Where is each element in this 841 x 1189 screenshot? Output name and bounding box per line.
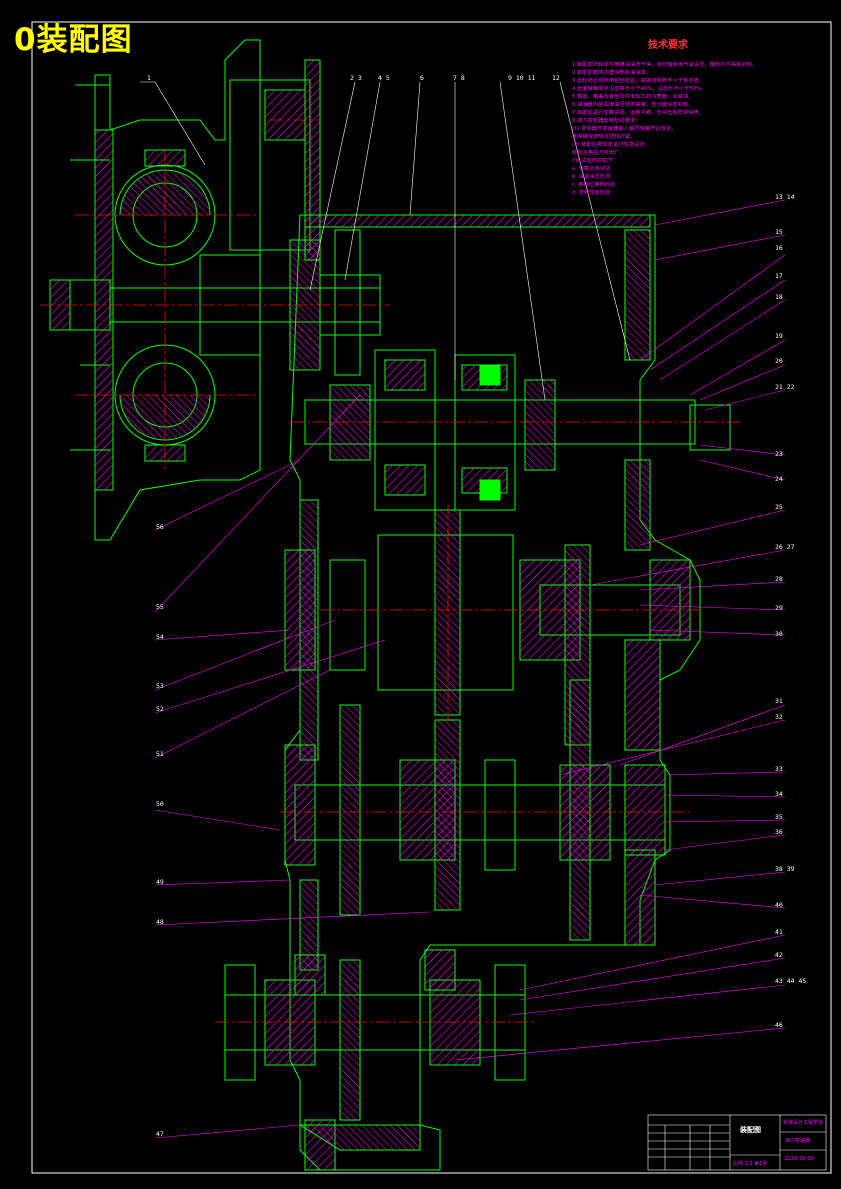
leader-lines	[140, 81, 631, 401]
callout-label: 50	[156, 800, 164, 808]
callout-label: 15	[775, 228, 783, 236]
callout-label: 4 5	[378, 74, 390, 82]
tech-requirement-line: (2) 装配后按规定进行性能试验，	[572, 142, 651, 148]
callout-label: 29	[775, 604, 783, 612]
callout-label: 28	[775, 575, 783, 583]
tech-requirement-line: b. 油温油压检测	[572, 174, 611, 180]
tech-requirement-line: 检验合格后方可出厂。	[572, 150, 625, 156]
callout-label: 42	[775, 951, 783, 959]
torque-converter	[49, 39, 381, 541]
frame-border	[31, 21, 832, 1174]
callout-label: 41	[775, 928, 783, 936]
tech-requirement-line: 3.齿轮啮合侧隙用铅丝检验，高速级侧隙不小于规定值。	[572, 78, 705, 84]
callout-label: 16	[775, 244, 783, 252]
callout-label: 33	[775, 765, 783, 773]
callout-label: 52	[156, 705, 164, 713]
callout-label: 21 22	[775, 383, 795, 391]
callout-label: 13 14	[775, 193, 795, 201]
title-block-product: 液力变速器	[785, 1138, 811, 1144]
title-block	[647, 1114, 827, 1171]
callout-label: 55	[156, 603, 164, 611]
output-shaft	[284, 679, 666, 941]
callout-label: 32	[775, 713, 783, 721]
callout-label: 38 39	[775, 865, 795, 873]
callout-label: 35	[775, 813, 783, 821]
title-block-drawing-name: 装配图	[740, 1126, 761, 1134]
tech-requirement-line: (3) 试验内容如下：	[572, 158, 619, 164]
tech-requirement-line: 7.装配后进行空载试验，运转平稳，无冲击和异常噪声。	[572, 110, 705, 116]
leader-lines-right	[154, 199, 786, 1139]
callout-label: 30	[775, 630, 783, 638]
callout-label: 36	[775, 828, 783, 836]
drawing-title: 0装配图	[14, 22, 133, 58]
tech-requirement-line: 1.装配前所有零件用煤油清洗干净，滚动轴承用汽油清洗，箱体内不得有杂物。	[572, 62, 758, 68]
callout-label: 2 3	[350, 74, 362, 82]
tech-requirements-heading: 技术要求	[648, 40, 688, 51]
callout-label: 20	[775, 357, 783, 365]
tech-requirement-line: a. 空载运转试验	[572, 166, 611, 172]
tech-requirement-line: 6.减速器内装润滑油至规定高度，剖分面涂密封胶。	[572, 102, 694, 108]
callout-label: 26 27	[775, 543, 795, 551]
tech-requirement-line: c. 各档位换档检验	[572, 182, 616, 188]
center-lines	[40, 119, 740, 1023]
tech-requirement-line: 4.齿面接触斑点沿齿高不小于40%，沿齿长不小于50%。	[572, 86, 707, 92]
callout-label: 17	[775, 272, 783, 280]
callout-label: 24	[775, 475, 783, 483]
callout-label: 47	[156, 1130, 164, 1138]
tech-requirement-line: (1) 变矩器与变速器输入轴同轴度符合规定，	[572, 126, 677, 132]
tech-requirement-line: 连接螺栓按规定扭矩拧紧。	[572, 134, 636, 140]
callout-label: 23	[775, 450, 783, 458]
callout-label: 7 8	[453, 74, 465, 82]
callout-label: 1	[147, 74, 151, 82]
callout-label: 34	[775, 790, 783, 798]
callout-label: 19	[775, 332, 783, 340]
title-block-scale: 比例 1:2 第1张	[733, 1161, 768, 1167]
callout-label: 54	[156, 633, 164, 641]
callout-label: 40	[775, 901, 783, 909]
callout-label: 25	[775, 503, 783, 511]
callout-label: 56	[156, 523, 164, 531]
clutch-shaft	[304, 349, 731, 511]
callout-label: 18	[775, 293, 783, 301]
title-block-code: ZL50-00-00	[785, 1156, 814, 1162]
callout-label: 51	[156, 750, 164, 758]
callout-label: 48	[156, 918, 164, 926]
callout-label: 53	[156, 682, 164, 690]
callout-label: 9 10 11	[508, 74, 536, 82]
tech-requirement-line: 5.箱座、箱盖及其他零件未加工的内表面，涂底漆。	[572, 94, 694, 100]
tech-requirement-line: 2.装配前箱体内壁涂刷耐油油漆。	[572, 70, 652, 76]
callout-label: 31	[775, 697, 783, 705]
bottom-drive-shaft	[224, 949, 526, 1151]
callout-label: 46	[775, 1021, 783, 1029]
callout-label: 6	[420, 74, 424, 82]
title-block-school: 机械设计工程学院	[783, 1120, 824, 1126]
callout-label: 43 44 45	[775, 977, 807, 985]
tech-requirement-line: d. 密封性能检验	[572, 190, 611, 196]
tech-requirement-line: 8.液力变矩器安装检验要求：	[572, 118, 641, 124]
callout-label: 49	[156, 878, 164, 886]
callout-label: 12	[552, 74, 560, 82]
